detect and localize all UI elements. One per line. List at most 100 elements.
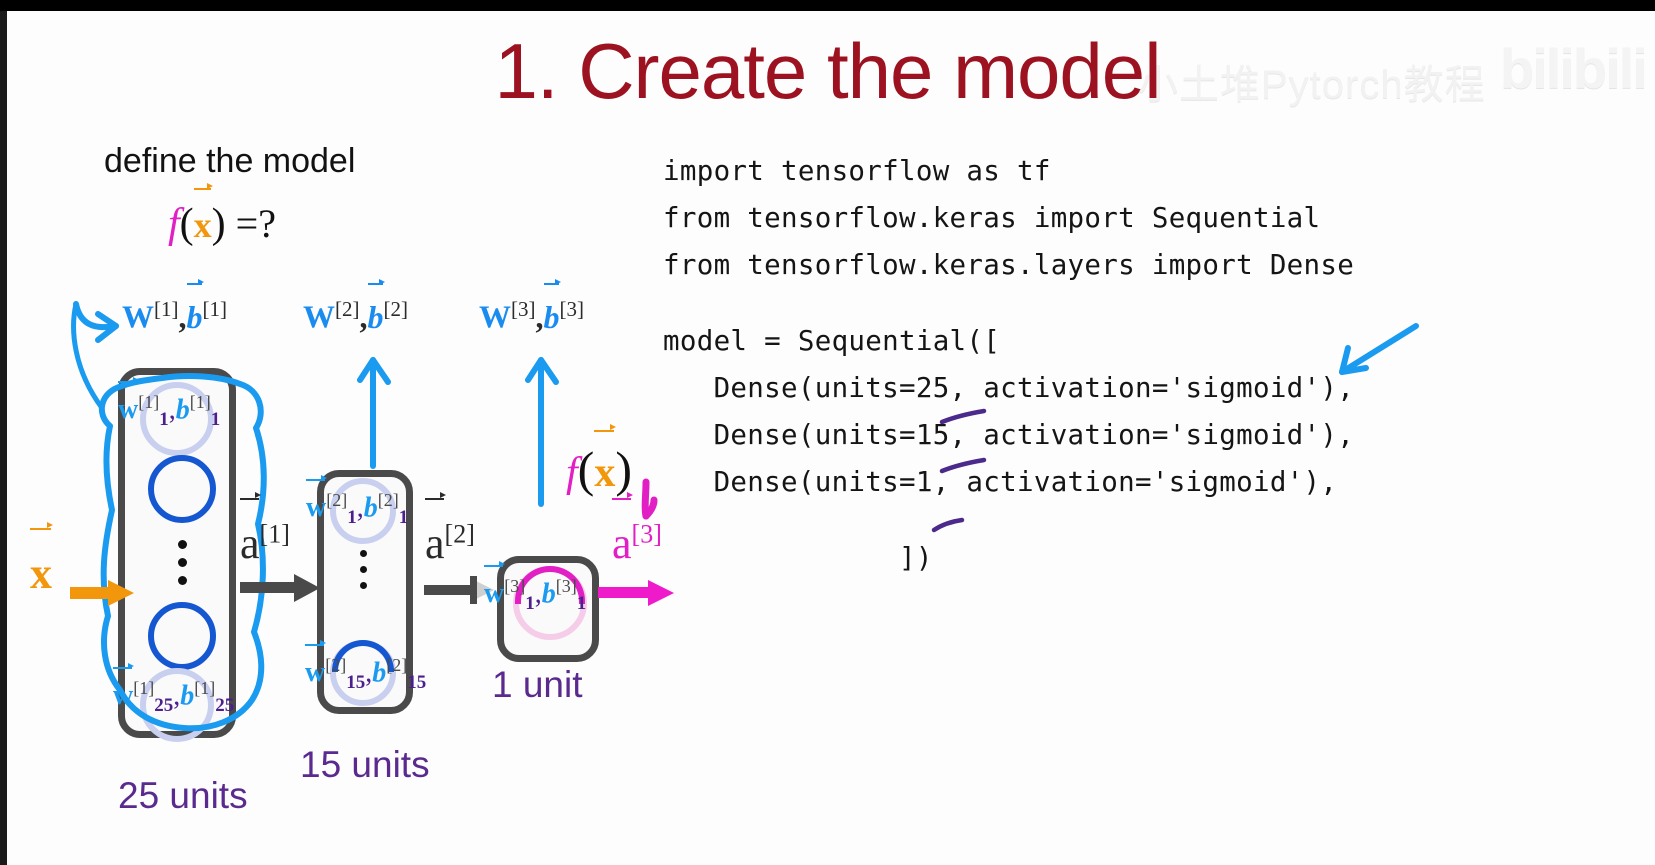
a1-symbol: a bbox=[240, 519, 260, 568]
layer1-units-caption: 25 units bbox=[118, 775, 248, 816]
b-superscript: [1] bbox=[189, 392, 211, 412]
code-blank-line bbox=[663, 289, 1354, 318]
b-symbol: b bbox=[541, 578, 556, 610]
paren-open: ( bbox=[577, 441, 595, 497]
w-superscript: [1] bbox=[133, 678, 155, 698]
b-symbol: b bbox=[175, 394, 190, 426]
paren-close: ) bbox=[211, 201, 226, 247]
b-symbol: b bbox=[180, 680, 195, 712]
b-symbol: b bbox=[372, 657, 387, 689]
define-the-model-label: define the model bbox=[104, 142, 356, 180]
w-symbol: w bbox=[113, 680, 134, 712]
code-line-7: Dense(units=1, activation='sigmoid'), bbox=[663, 466, 1338, 498]
equals-question: =? bbox=[235, 201, 276, 246]
W1-symbol: W bbox=[122, 298, 154, 335]
W2-superscript: [2] bbox=[335, 297, 360, 321]
pen-underline-25 bbox=[939, 408, 988, 425]
code-line-5: Dense(units=25, activation='sigmoid'), bbox=[663, 372, 1355, 404]
page-title: 1. Create the model bbox=[494, 27, 1161, 115]
fx-equals-question-formula: f(x) =? bbox=[168, 200, 276, 248]
comma: , bbox=[178, 298, 187, 335]
b1-symbol: b bbox=[186, 298, 203, 335]
b2-superscript: [2] bbox=[383, 297, 409, 321]
code-line-1: from tensorflow.keras import Sequential bbox=[663, 202, 1321, 234]
comma: , bbox=[356, 492, 364, 524]
w-superscript: [3] bbox=[504, 576, 526, 596]
code-line-4: model = Sequential([ bbox=[663, 325, 1001, 357]
b-symbol: b bbox=[363, 492, 378, 524]
blue-hook-arrow-icon bbox=[68, 290, 138, 430]
w-symbol: w bbox=[484, 578, 505, 610]
layer1-neuron-24 bbox=[148, 602, 216, 670]
w-superscript: [1] bbox=[138, 392, 160, 412]
b-superscript: [2] bbox=[386, 655, 408, 675]
layer2-Wb-label: W[2],b[2] bbox=[303, 297, 408, 336]
arrow-layer1-to-layer2-icon bbox=[240, 572, 322, 606]
left-dark-edge bbox=[0, 11, 7, 865]
b3-symbol: b bbox=[543, 298, 560, 335]
w-subscript: 1 bbox=[347, 506, 357, 528]
magenta-down-arrow-icon bbox=[634, 478, 662, 524]
pen-underline-15 bbox=[939, 457, 988, 474]
a2-symbol: a bbox=[425, 519, 445, 568]
b1-superscript: [1] bbox=[202, 297, 228, 321]
layer2-ellipsis bbox=[360, 550, 367, 589]
b-superscript: [1] bbox=[194, 678, 216, 698]
w-subscript: 1 bbox=[159, 408, 169, 430]
arrow-layer2-to-layer3-icon bbox=[424, 576, 496, 608]
layer2-w15-b15-annotation: w[2]15,b[2]15 bbox=[305, 655, 426, 694]
comma: , bbox=[535, 298, 544, 335]
layer1-neuron-2 bbox=[148, 455, 216, 523]
w-superscript: [2] bbox=[326, 490, 348, 510]
layer2-w1-b1-annotation: w[2]1,b[2]1 bbox=[306, 490, 408, 529]
b-subscript: 1 bbox=[576, 592, 587, 614]
fx-output-annotation: f(x) bbox=[566, 440, 632, 498]
b-subscript: 25 bbox=[215, 694, 235, 716]
bilibili-logo-watermark: bilibili bbox=[1500, 37, 1648, 100]
code-line-9: ]) bbox=[663, 542, 933, 574]
comma: , bbox=[365, 657, 373, 689]
a1-superscript: [1] bbox=[259, 519, 290, 549]
comma: , bbox=[359, 298, 368, 335]
W1-superscript: [1] bbox=[154, 297, 179, 321]
w-symbol: w bbox=[306, 492, 327, 524]
layer3-units-caption: 1 unit bbox=[492, 664, 583, 705]
a1-output-vector-label: a[1] bbox=[240, 518, 290, 569]
w-symbol: w bbox=[118, 394, 139, 426]
a3-superscript: [3] bbox=[631, 519, 662, 549]
layer2-neuron-1 bbox=[330, 478, 396, 544]
code-line-6: Dense(units=15, activation='sigmoid'), bbox=[663, 419, 1355, 451]
a3-symbol: a bbox=[612, 519, 632, 568]
layer1-w1-b1-annotation: w[1]1,b[1]1 bbox=[118, 392, 220, 431]
w-superscript: [2] bbox=[325, 655, 347, 675]
magenta-output-arrow-icon bbox=[598, 578, 678, 610]
orange-input-arrow-icon bbox=[70, 578, 136, 610]
a3-output-vector-label: a[3] bbox=[612, 518, 662, 569]
comma: , bbox=[168, 394, 176, 426]
x-symbol: x bbox=[30, 549, 52, 598]
b-subscript: 15 bbox=[407, 671, 427, 693]
layer1-ellipsis bbox=[178, 540, 187, 585]
layer3-Wb-label: W[3],b[3] bbox=[479, 297, 584, 336]
layer3-w1-b1-annotation: w[3]1,b[3]1 bbox=[484, 576, 586, 615]
layer1-w25-b25-annotation: w[1]25,b[1]25 bbox=[113, 678, 234, 717]
a2-superscript: [2] bbox=[444, 519, 475, 549]
x-vector-symbol: x bbox=[594, 450, 616, 496]
code-block: import tensorflow as tf from tensorflow.… bbox=[663, 148, 1354, 582]
b2-symbol: b bbox=[367, 298, 384, 335]
b-subscript: 1 bbox=[398, 506, 409, 528]
blue-up-arrow-layer3-icon bbox=[523, 352, 563, 507]
blue-up-arrow-layer2-icon bbox=[355, 352, 395, 470]
x-vector-symbol: x bbox=[193, 205, 212, 245]
W3-symbol: W bbox=[479, 298, 511, 335]
a2-output-vector-label: a[2] bbox=[425, 518, 475, 569]
input-x-vector-label: x bbox=[30, 548, 52, 599]
f-symbol: f bbox=[168, 201, 180, 247]
w-subscript: 25 bbox=[154, 694, 174, 716]
comma: , bbox=[534, 578, 542, 610]
paren-open: ( bbox=[179, 201, 194, 247]
layer2-units-caption: 15 units bbox=[300, 744, 430, 785]
code-line-0: import tensorflow as tf bbox=[663, 155, 1051, 187]
f-symbol: f bbox=[566, 450, 578, 496]
layer1-Wb-label: W[1],b[1] bbox=[122, 297, 227, 336]
